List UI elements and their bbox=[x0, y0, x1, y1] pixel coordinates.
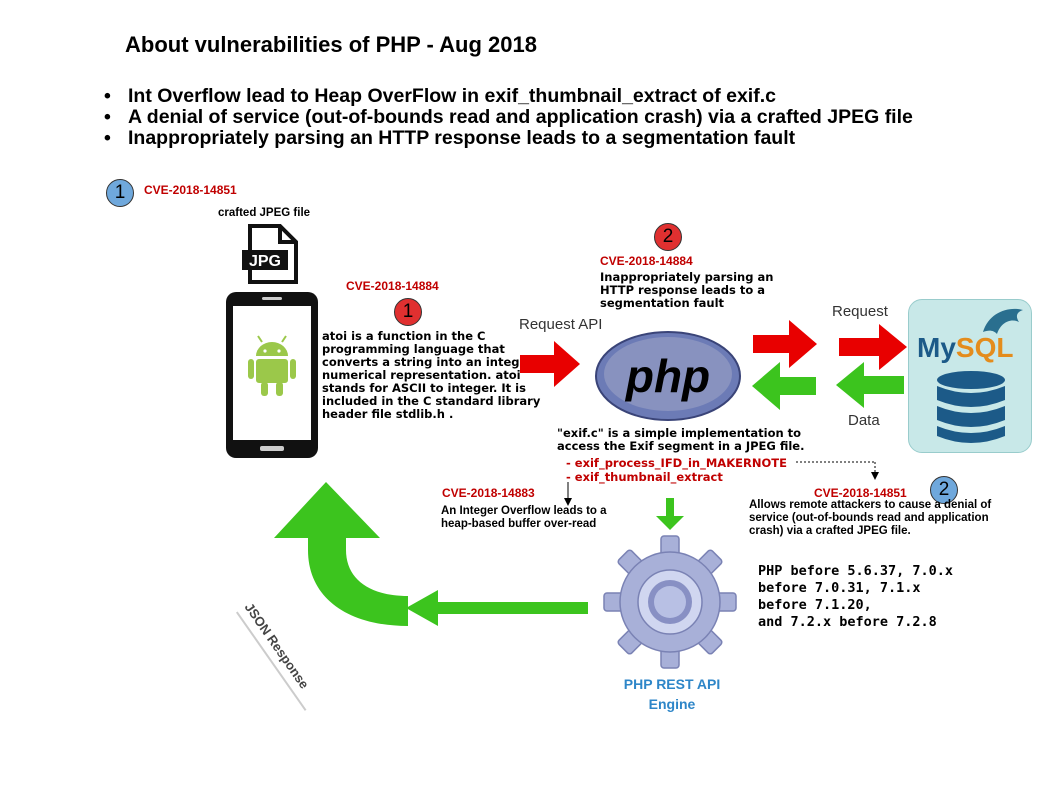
step-badge: 2 bbox=[930, 476, 958, 504]
request-label: Request bbox=[832, 303, 888, 320]
page-title: About vulnerabilities of PHP - Aug 2018 bbox=[125, 32, 537, 57]
mysql-database-box: MySQL bbox=[908, 299, 1032, 453]
list-item: Inappropriately parsing an HTTP response… bbox=[104, 128, 913, 150]
cve-label: CVE-2018-14851 bbox=[144, 183, 237, 197]
exif-function-name: - exif_thumbnail_extract bbox=[566, 470, 723, 484]
php-logo-text: php bbox=[624, 350, 710, 402]
green-arrow-left bbox=[836, 362, 904, 408]
red-arrow-right bbox=[753, 320, 817, 368]
smartphone-icon bbox=[226, 292, 318, 458]
vulnerability-list: Int Overflow lead to Heap OverFlow in ex… bbox=[104, 86, 913, 150]
jpg-icon-text: JPG bbox=[249, 253, 281, 270]
database-icon bbox=[937, 371, 1005, 443]
engine-label-line: PHP REST API bbox=[623, 676, 721, 692]
dolphin-icon bbox=[983, 308, 1023, 334]
green-arrow-down bbox=[656, 498, 684, 530]
php-logo: php bbox=[595, 331, 741, 421]
step-badge: 1 bbox=[394, 298, 422, 326]
request-api-label: Request API bbox=[519, 316, 603, 333]
atoi-description: atoi is a function in the C programming … bbox=[322, 329, 541, 421]
green-arrow-left bbox=[406, 590, 588, 626]
cve-label: CVE-2018-14884 bbox=[600, 254, 693, 268]
mysql-logo: MySQL bbox=[917, 332, 1014, 363]
dos-description: Allows remote attackers to cause a denia… bbox=[749, 499, 992, 537]
affected-versions: PHP before 5.6.37, 7.0.x before 7.0.31, … bbox=[758, 563, 953, 631]
data-label: Data bbox=[848, 412, 880, 429]
exif-function-name: - exif_process_IFD_in_MAKERNOTE bbox=[566, 456, 787, 470]
cve-label: CVE-2018-14883 bbox=[442, 486, 535, 500]
version-line: before 7.0.31, 7.1.x bbox=[758, 580, 921, 596]
version-line: PHP before 5.6.37, 7.0.x bbox=[758, 563, 954, 579]
version-line: before 7.1.20, bbox=[758, 597, 872, 613]
gear-icon bbox=[603, 535, 737, 669]
step-badge: 1 bbox=[106, 179, 134, 207]
curved-green-arrow-up bbox=[274, 482, 408, 626]
engine-label-line: Engine bbox=[648, 696, 696, 712]
list-item: A denial of service (out-of-bounds read … bbox=[104, 107, 913, 129]
red-arrow-right bbox=[839, 324, 907, 370]
engine-label: PHP REST API Engine bbox=[612, 674, 732, 714]
http-description: Inappropriately parsing an HTTP response… bbox=[600, 270, 774, 310]
exif-description: "exif.c" is a simple implementation to a… bbox=[557, 426, 805, 453]
connector-lines bbox=[564, 461, 879, 506]
cve-label: CVE-2018-14884 bbox=[346, 279, 439, 293]
android-icon bbox=[248, 335, 296, 396]
version-line: and 7.2.x before 7.2.8 bbox=[758, 614, 937, 630]
list-item: Int Overflow lead to Heap OverFlow in ex… bbox=[104, 86, 913, 108]
file-label: crafted JPEG file bbox=[218, 207, 311, 219]
red-arrow-right bbox=[520, 341, 580, 387]
cve-label: CVE-2018-14851 bbox=[814, 486, 907, 500]
step-badge: 2 bbox=[654, 223, 682, 251]
overflow-description: An Integer Overflow leads to a heap-base… bbox=[441, 505, 607, 530]
jpg-file-icon: JPG bbox=[242, 224, 298, 284]
green-arrow-left bbox=[752, 362, 816, 410]
